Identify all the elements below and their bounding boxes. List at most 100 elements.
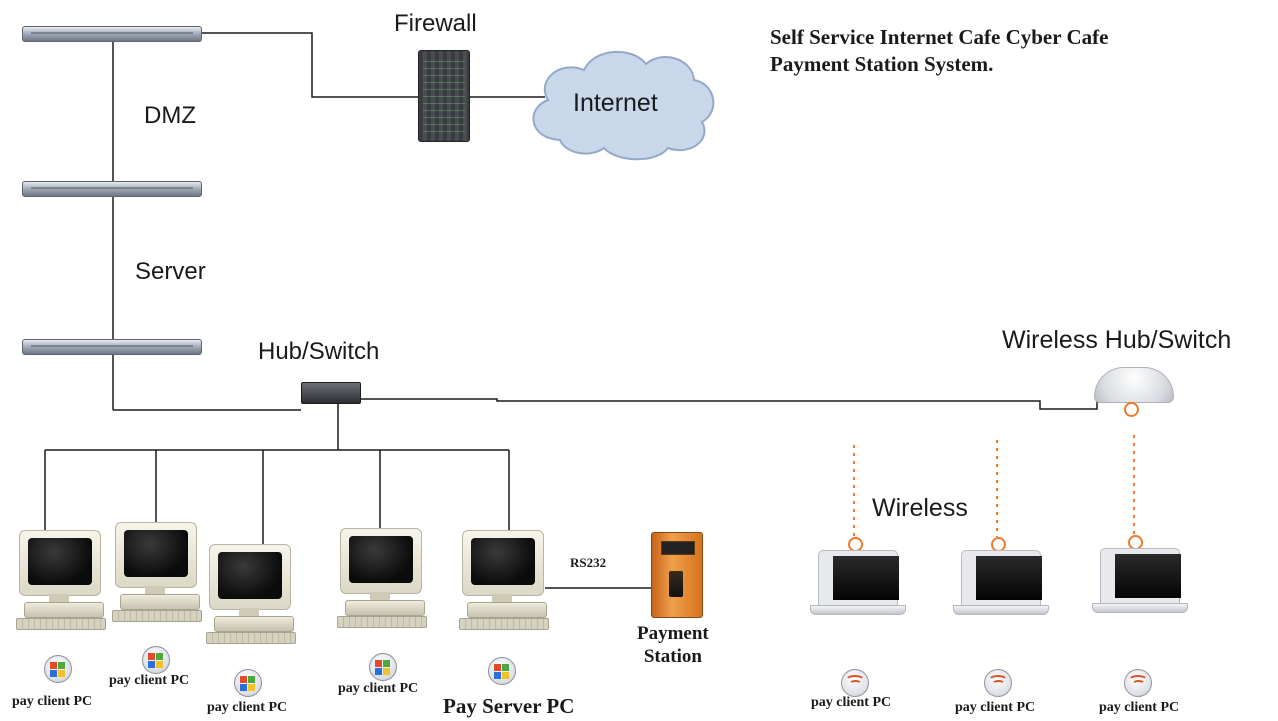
keyboard: [206, 632, 296, 644]
wireless-hub-signal-icon: [1124, 402, 1139, 417]
pc-base: [467, 602, 547, 618]
pc-base: [214, 616, 294, 632]
laptop-screen: [976, 556, 1042, 600]
wifi-logo-icon: [841, 669, 869, 697]
monitor: [19, 530, 101, 596]
wireless-hub-device: [1094, 367, 1174, 403]
wireless-signal-beam: [1133, 435, 1135, 535]
windows-logo-pane: [502, 672, 509, 679]
diagram-title: Self Service Internet Cafe Cyber Cafe Pa…: [770, 24, 1108, 78]
windows-logo-pane: [248, 676, 255, 683]
windows-logo-pane: [494, 664, 501, 671]
wifi-wave: [849, 680, 862, 688]
internet-cloud: [532, 51, 715, 161]
monitor-screen: [28, 538, 92, 585]
client-pc-label: pay client PC: [207, 700, 288, 715]
monitor-screen: [124, 530, 188, 577]
laptop-base: [953, 605, 1049, 615]
windows-logo-pane: [58, 662, 65, 669]
laptop-base: [810, 605, 906, 615]
internet-label: Internet: [573, 89, 658, 117]
wifi-wave: [1128, 675, 1148, 686]
laptop-base: [1092, 603, 1188, 613]
client-pc-label: pay client PC: [109, 673, 190, 688]
wifi-logo-icon: [1124, 669, 1152, 697]
payment-station-label-line2: Station: [643, 646, 702, 667]
server-pc-label: Pay Server PC: [443, 694, 575, 718]
payment-station-coin-slot: [669, 571, 683, 597]
keyboard: [112, 610, 202, 622]
windows-logo-icon: [44, 655, 72, 683]
monitor: [209, 544, 291, 610]
windows-logo-pane: [248, 684, 255, 691]
diagram-title-line1: Self Service Internet Cafe Cyber Cafe: [770, 25, 1109, 49]
laptop-lid: [818, 550, 899, 606]
windows-logo-pane: [375, 668, 382, 675]
windows-logo-pane: [50, 670, 57, 677]
pc-base: [120, 594, 200, 610]
wireless-client-pc-label: pay client PC: [811, 695, 892, 710]
laptop-screen: [833, 556, 899, 600]
monitor-neck: [49, 594, 69, 602]
server-label: Server: [135, 258, 206, 285]
wireless-client-pc-label: pay client PC: [955, 700, 1036, 715]
wifi-wave: [845, 675, 865, 686]
dmz-server-rack: [22, 26, 202, 42]
wifi-wave: [988, 675, 1008, 686]
dmz-label: DMZ: [144, 102, 196, 129]
monitor-neck: [370, 592, 390, 600]
monitor-screen: [349, 536, 413, 583]
wireless-hub-switch-label: Wireless Hub/Switch: [1002, 326, 1232, 354]
monitor-neck: [239, 608, 259, 616]
windows-logo-pane: [375, 660, 382, 667]
monitor: [340, 528, 422, 594]
windows-logo-pane: [383, 660, 390, 667]
wifi-wave: [992, 680, 1005, 688]
pc-base: [345, 600, 425, 616]
windows-logo-pane: [50, 662, 57, 669]
windows-logo-pane: [240, 676, 247, 683]
payment-station-device: [651, 532, 703, 618]
laptop-lid: [1100, 548, 1181, 604]
monitor-screen: [471, 538, 535, 585]
monitor: [462, 530, 544, 596]
windows-logo-pane: [156, 653, 163, 660]
wireless-label: Wireless: [872, 494, 968, 522]
windows-logo-icon: [142, 646, 170, 674]
wireless-signal-beam: [853, 445, 855, 537]
windows-logo-icon: [488, 657, 516, 685]
laptop-lid: [961, 550, 1042, 606]
payment-station-label-line1: Payment: [637, 623, 709, 644]
hub-switch-device: [301, 382, 361, 404]
windows-logo-icon: [369, 653, 397, 681]
wire-hub-wireless: [359, 392, 1098, 410]
client-pc-label: pay client PC: [338, 681, 419, 696]
wifi-logo-icon: [984, 669, 1012, 697]
wire-dmz-firewall: [200, 32, 418, 98]
diagram-title-line2: Payment Station System.: [770, 52, 994, 76]
keyboard: [16, 618, 106, 630]
windows-logo-pane: [240, 684, 247, 691]
monitor-neck: [145, 586, 165, 594]
payment-station-display: [661, 541, 695, 555]
windows-logo-pane: [383, 668, 390, 675]
windows-logo-pane: [58, 670, 65, 677]
windows-logo-pane: [148, 661, 155, 668]
firewall-device: [418, 50, 470, 142]
keyboard: [459, 618, 549, 630]
payment-station-label: Payment Station: [637, 622, 709, 668]
monitor-screen: [218, 552, 282, 599]
windows-logo-pane: [502, 664, 509, 671]
wifi-wave: [1132, 680, 1145, 688]
windows-logo-pane: [156, 661, 163, 668]
windows-logo-pane: [148, 653, 155, 660]
wireless-signal-beam: [996, 440, 998, 537]
rs232-label: RS232: [570, 555, 607, 570]
firewall-label: Firewall: [394, 10, 477, 37]
hub-switch-label: Hub/Switch: [258, 338, 380, 365]
laptop-screen: [1115, 554, 1181, 598]
internal-server-rack: [22, 339, 202, 355]
client-pc-label: pay client PC: [12, 694, 93, 709]
windows-logo-pane: [494, 672, 501, 679]
windows-logo-icon: [234, 669, 262, 697]
